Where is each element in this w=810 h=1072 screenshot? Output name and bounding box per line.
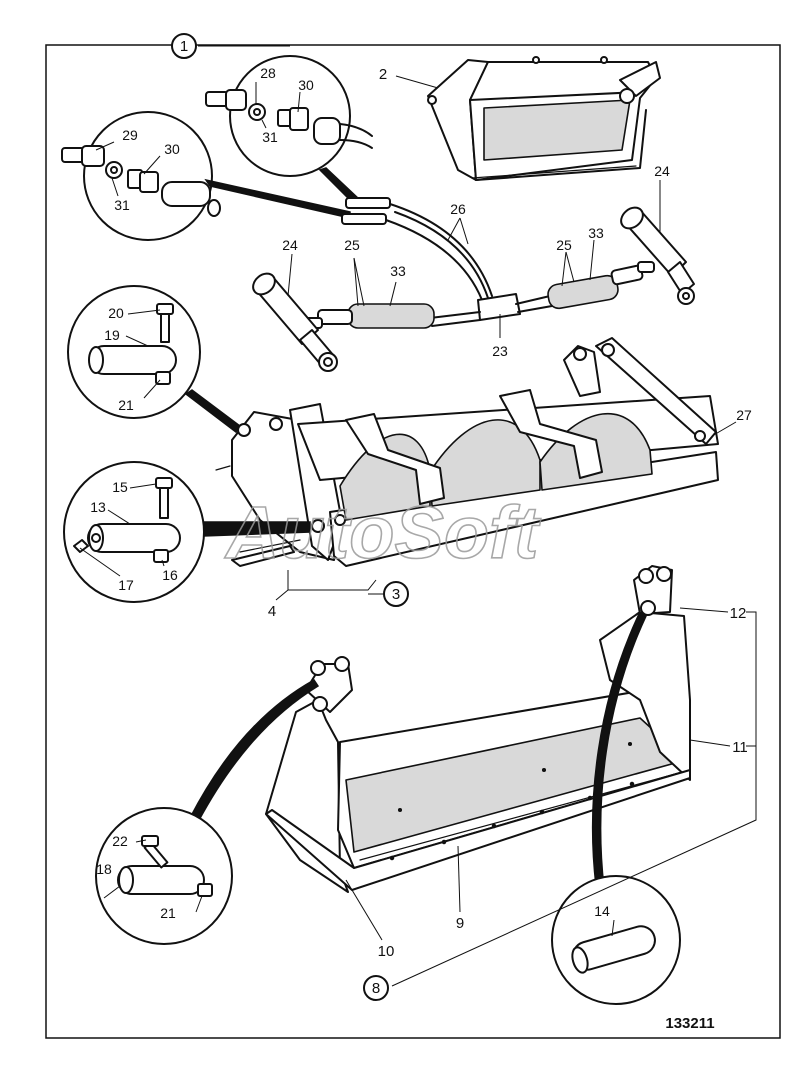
detail-circle-couplings-lower [61, 111, 221, 241]
leader-lines [79, 45, 757, 987]
callout-14: 14 [594, 903, 610, 919]
callout-31-lower: 31 [114, 197, 130, 213]
leader-band-lower-detail [204, 178, 351, 219]
callout-10: 10 [378, 943, 395, 960]
callout-27: 27 [736, 407, 752, 423]
callout-33-right: 33 [588, 225, 604, 241]
part-2-small-bucket [427, 56, 661, 181]
drawing-number: 133211 [665, 1015, 714, 1032]
callout-23: 23 [492, 343, 508, 359]
leader-band-pin-13 [203, 521, 311, 537]
callout-21-upper: 21 [118, 397, 134, 413]
callout-15: 15 [112, 479, 128, 495]
part-24-ram-right [620, 206, 695, 305]
callout-4: 4 [268, 603, 276, 620]
callout-22: 22 [112, 833, 128, 849]
callout-24-left: 24 [282, 237, 298, 253]
callout-8: 8 [372, 980, 380, 997]
detail-circle-couplings-upper [205, 55, 373, 177]
leader-band-pin-19 [184, 389, 242, 434]
callout-30-upper: 30 [298, 77, 314, 93]
callout-19: 19 [104, 327, 120, 343]
detail-circle-pin-13 [63, 461, 205, 603]
callout-9: 9 [456, 915, 464, 932]
callout-21-lower: 21 [160, 905, 176, 921]
callout-16: 16 [162, 567, 178, 583]
callout-13: 13 [90, 499, 106, 515]
callout-24-right: 24 [654, 163, 670, 179]
callout-1: 1 [180, 38, 188, 55]
part-24-ram-left [252, 272, 338, 372]
part-8-large-bucket [265, 565, 691, 893]
callout-18: 18 [96, 861, 112, 877]
callout-3: 3 [392, 586, 400, 603]
callout-30-lower: 30 [164, 141, 180, 157]
callout-11: 11 [732, 739, 748, 756]
callout-labels: 1 2 3 4 8 9 10 11 12 13 14 15 16 17 18 1… [90, 33, 752, 1001]
callout-circle-1 [171, 33, 197, 59]
callout-33-left: 33 [390, 263, 406, 279]
callout-25-right: 25 [556, 237, 572, 253]
callout-31-upper: 31 [262, 129, 278, 145]
part-3-loader-frame [215, 337, 719, 567]
detail-circle-pin-19 [67, 285, 201, 419]
hose-assembly [303, 197, 655, 329]
detail-circle-pin-18 [95, 807, 233, 945]
leader-band-pin-14 [591, 610, 647, 889]
callout-29: 29 [122, 127, 138, 143]
callout-25-left: 25 [344, 237, 360, 253]
callout-20: 20 [108, 305, 124, 321]
detail-circle-pin-14 [551, 875, 681, 1005]
callout-26: 26 [450, 201, 466, 217]
callout-12: 12 [730, 605, 747, 622]
callout-17: 17 [118, 577, 134, 593]
leader-band-pin-18 [188, 679, 320, 823]
callout-circle-8 [363, 975, 389, 1001]
callout-2: 2 [379, 66, 387, 83]
callout-28: 28 [260, 65, 276, 81]
watermark-text: AutoSoft [224, 491, 542, 574]
callout-circle-3 [383, 581, 409, 607]
drawing-frame [45, 44, 781, 1039]
